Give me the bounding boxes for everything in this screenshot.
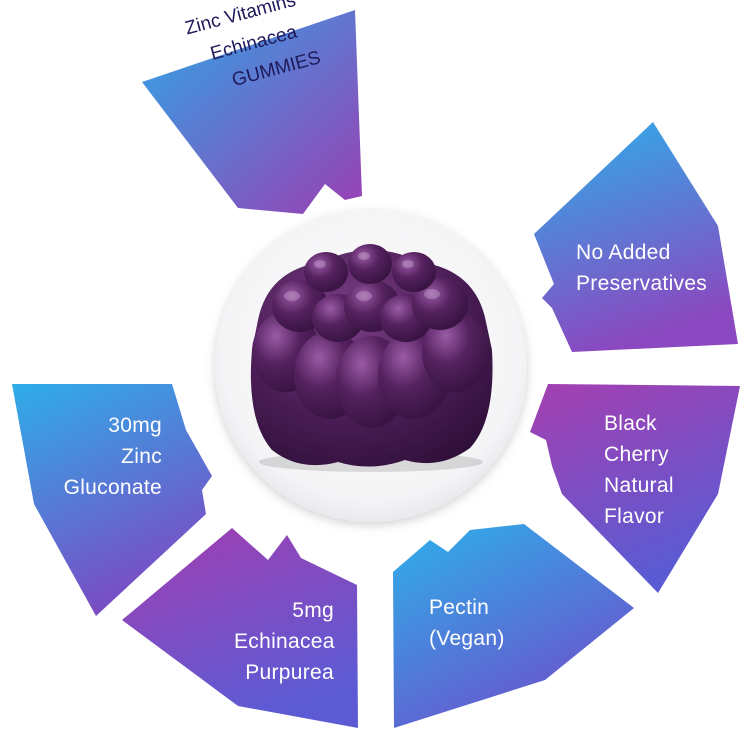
pectin-line-1: Pectin — [429, 596, 490, 619]
flavor-line-1: Black — [604, 412, 657, 435]
segment-flavor — [530, 384, 740, 593]
zinc-line-1: 30mg — [108, 414, 162, 437]
flavor-label: Black Cherry Natural Flavor — [604, 408, 674, 532]
flavor-line-2: Cherry — [604, 443, 669, 466]
echinacea-line-2: Echinacea — [234, 630, 335, 653]
echinacea-label: 5mg Echinacea Purpurea — [234, 595, 334, 688]
preservatives-line-2: Preservatives — [576, 272, 708, 295]
segment-pectin — [393, 524, 634, 728]
segment-echinacea — [122, 528, 358, 728]
pectin-label: Pectin (Vegan) — [429, 592, 505, 654]
preservatives-line-1: No Added — [576, 241, 671, 264]
echinacea-line-1: 5mg — [292, 599, 334, 622]
flavor-line-3: Natural — [604, 474, 674, 497]
zinc-label: 30mg Zinc Gluconate — [50, 410, 162, 503]
segment-title — [142, 10, 362, 214]
segment-preservatives — [534, 122, 738, 352]
zinc-line-2: Zinc — [121, 445, 162, 468]
pectin-line-2: (Vegan) — [429, 627, 505, 650]
gummy-icon — [250, 244, 493, 472]
segment-zinc — [12, 384, 212, 616]
flavor-line-4: Flavor — [604, 505, 665, 528]
zinc-line-3: Gluconate — [63, 476, 162, 499]
preservatives-label: No Added Preservatives — [576, 237, 707, 299]
echinacea-line-3: Purpurea — [245, 661, 334, 684]
